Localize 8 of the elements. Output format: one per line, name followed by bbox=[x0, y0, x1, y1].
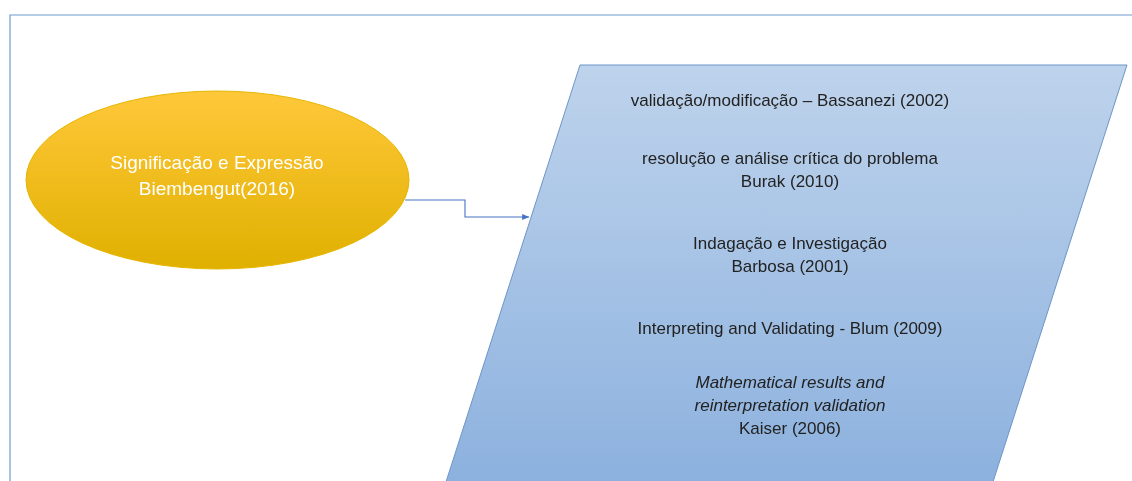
node-text: Interpreting and Validating - Blum (2009) bbox=[636, 318, 944, 340]
node-text: Mathematical results and reinterpretation validation Kaiser (2006) bbox=[693, 372, 887, 440]
node-text: Indagação e Investigação Barbosa (2001) bbox=[692, 233, 888, 278]
node-text: resolução e análise crítica do problema Burak (2010) bbox=[641, 148, 939, 193]
arrow bbox=[404, 199, 530, 221]
ellipse-node bbox=[25, 90, 410, 270]
node-text: validação/modificação – Bassanezi (2002) bbox=[629, 90, 951, 112]
node-text: Significação e Expressão Biembengut(2016) bbox=[109, 151, 325, 201]
